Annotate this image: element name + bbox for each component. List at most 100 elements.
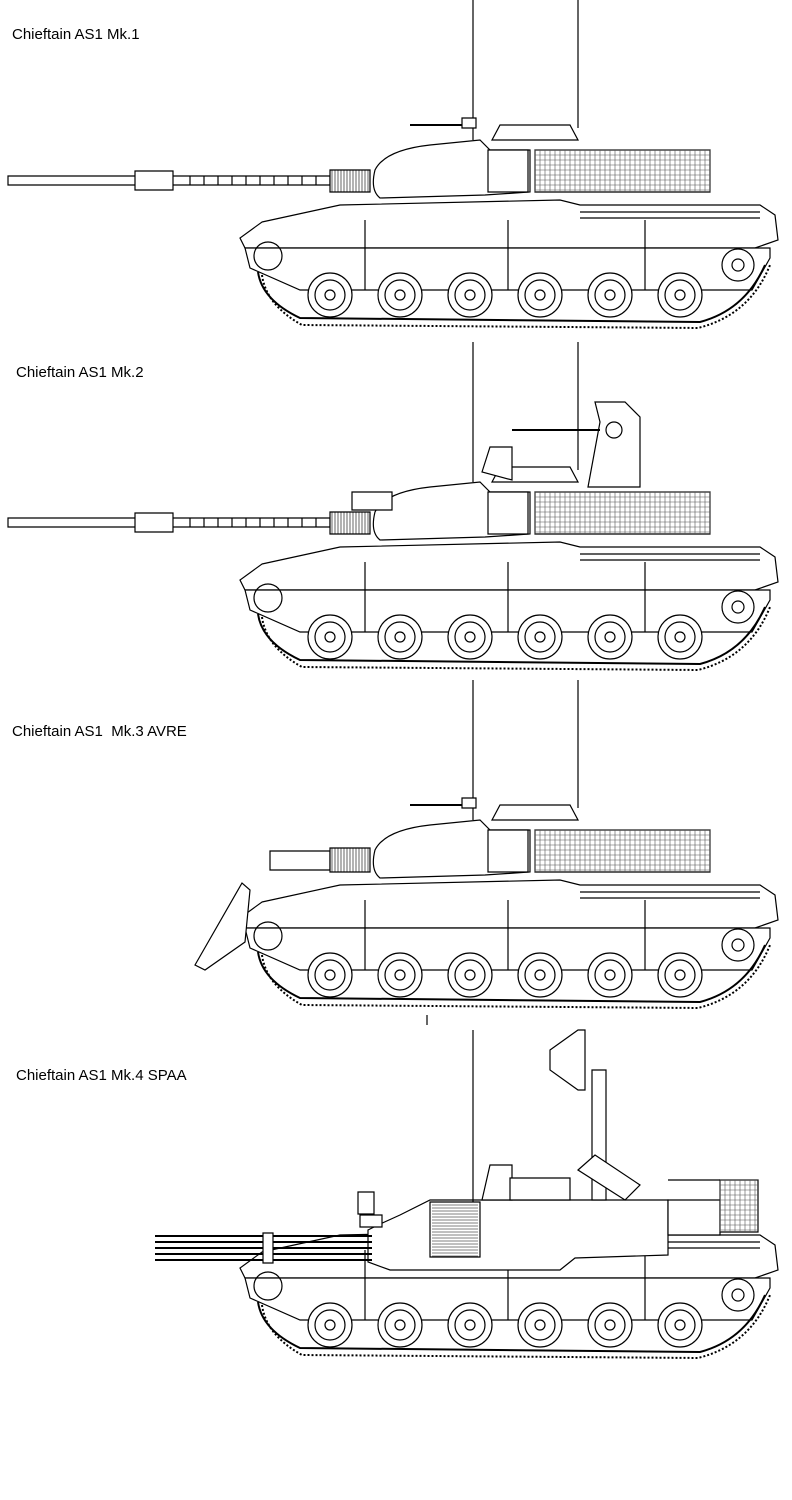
road-wheel-rim — [385, 960, 415, 990]
drive-sprocket — [722, 1279, 754, 1311]
road-wheel-rim — [455, 960, 485, 990]
road-wheel-rim — [595, 960, 625, 990]
mesh-armour — [720, 1180, 758, 1232]
mesh-armour — [535, 492, 710, 534]
road-wheel-hub — [465, 290, 475, 300]
commander-cupola — [510, 1178, 570, 1200]
drive-sprocket — [722, 249, 754, 281]
variant-label-mk2: Chieftain AS1 Mk.2 — [16, 364, 144, 381]
dozer-blade — [195, 883, 250, 970]
hull-upper — [240, 542, 778, 590]
idler-wheel — [254, 1272, 282, 1300]
road-wheel-rim — [525, 1310, 555, 1340]
variant-label-mk3-avre: Chieftain AS1 Mk.3 AVRE — [12, 723, 187, 740]
tracking-radar — [578, 1155, 640, 1200]
track — [258, 607, 765, 664]
road-wheel-rim — [385, 1310, 415, 1340]
drive-sprocket-hub — [732, 1289, 744, 1301]
road-wheel-rim — [665, 622, 695, 652]
drive-sprocket — [722, 929, 754, 961]
idler-wheel — [254, 242, 282, 270]
drive-sprocket — [722, 591, 754, 623]
aa-turret — [368, 1200, 668, 1270]
road-wheel-hub — [325, 970, 335, 980]
idler-wheel — [254, 922, 282, 950]
vent-grille — [430, 1202, 480, 1257]
remote-weapon-station — [588, 402, 640, 487]
road-wheel-hub — [465, 970, 475, 980]
machine-gun-mount — [462, 118, 476, 128]
mesh-armour — [535, 830, 710, 872]
search-radar-dish — [550, 1030, 585, 1090]
road-wheel-rim — [315, 960, 345, 990]
track-links — [262, 945, 770, 1008]
mesh-armour — [535, 150, 710, 192]
road-wheel-hub — [535, 1320, 545, 1330]
weapon-station-optic — [606, 422, 622, 438]
road-wheel-hub — [605, 290, 615, 300]
targeting-sensor — [358, 1192, 374, 1214]
smoke-discharger-box — [482, 447, 512, 480]
track — [258, 265, 765, 322]
tank-mk3-avre — [195, 680, 778, 1025]
road-wheel-rim — [315, 622, 345, 652]
track — [258, 1295, 765, 1352]
tank-mk1 — [8, 0, 778, 328]
road-wheel-rim — [525, 280, 555, 310]
road-wheel-hub — [535, 290, 545, 300]
road-wheel-hub — [675, 970, 685, 980]
road-wheel-rim — [455, 1310, 485, 1340]
track-links — [262, 265, 770, 328]
hull-upper — [240, 880, 778, 928]
road-wheel-rim — [525, 960, 555, 990]
tank-mk4-spaa — [155, 1030, 778, 1358]
road-wheel-hub — [675, 290, 685, 300]
road-wheel-hub — [395, 290, 405, 300]
hull-upper — [240, 200, 778, 248]
machine-gun-mount — [462, 798, 476, 808]
track-links — [262, 607, 770, 670]
road-wheel-rim — [455, 280, 485, 310]
drive-sprocket-hub — [732, 601, 744, 613]
barrel-clamp — [263, 1233, 273, 1263]
road-wheel-hub — [535, 970, 545, 980]
searchlight — [352, 492, 392, 510]
road-wheel-rim — [595, 622, 625, 652]
track — [258, 945, 765, 1002]
road-wheel-rim — [455, 622, 485, 652]
road-wheel-rim — [315, 280, 345, 310]
turret-bustle-box — [488, 830, 528, 872]
idler-wheel — [254, 584, 282, 612]
demolition-gun — [270, 851, 330, 870]
track-links — [262, 1295, 770, 1358]
fume-extractor — [135, 171, 173, 190]
road-wheel-hub — [465, 632, 475, 642]
road-wheel-hub — [395, 1320, 405, 1330]
fume-extractor — [135, 513, 173, 532]
road-wheel-hub — [605, 970, 615, 980]
road-wheel-hub — [605, 632, 615, 642]
turret-bustle-box — [488, 150, 528, 192]
road-wheel-hub — [325, 290, 335, 300]
road-wheel-rim — [525, 622, 555, 652]
drive-sprocket-hub — [732, 259, 744, 271]
road-wheel-rim — [665, 960, 695, 990]
road-wheel-hub — [465, 1320, 475, 1330]
road-wheel-rim — [385, 280, 415, 310]
road-wheel-rim — [385, 622, 415, 652]
turret-bustle-box — [488, 492, 528, 534]
road-wheel-hub — [325, 1320, 335, 1330]
sight-mount — [360, 1215, 382, 1227]
road-wheel-rim — [665, 280, 695, 310]
road-wheel-hub — [325, 632, 335, 642]
road-wheel-rim — [315, 1310, 345, 1340]
tank-mk2 — [8, 342, 778, 670]
road-wheel-hub — [675, 632, 685, 642]
road-wheel-rim — [595, 280, 625, 310]
road-wheel-hub — [535, 632, 545, 642]
rear-stowage-box — [668, 1200, 720, 1235]
drive-sprocket-hub — [732, 939, 744, 951]
variant-label-mk4-spaa: Chieftain AS1 Mk.4 SPAA — [16, 1067, 187, 1084]
commander-cupola — [492, 805, 578, 820]
